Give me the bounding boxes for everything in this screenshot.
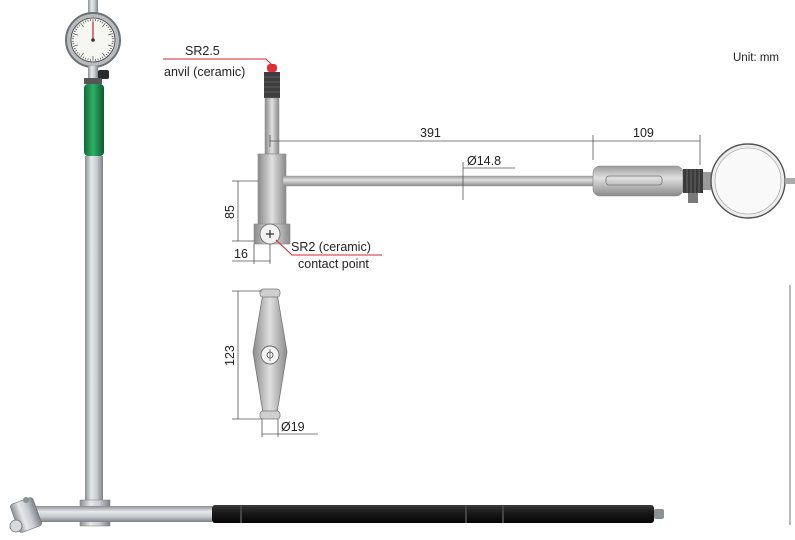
callout-leaders: [163, 58, 382, 256]
handle-front-view: [252, 288, 288, 420]
clamp-knob: [98, 70, 109, 79]
black-grip: [212, 505, 654, 523]
dial-tick: [75, 28, 78, 31]
anvil-nut: [264, 72, 280, 98]
dial-tick: [80, 22, 84, 28]
anvil-name-label: anvil (ceramic): [164, 65, 245, 79]
dial-tick: [73, 47, 76, 50]
dial-tick: [110, 30, 113, 33]
contact-name-label: contact point: [298, 257, 369, 271]
unit-label: Unit: mm: [733, 52, 779, 64]
dial-tick: [76, 51, 79, 54]
dial-tick: [110, 47, 113, 50]
dial-tick: [101, 21, 104, 24]
dial-neck: [88, 66, 98, 78]
contact-radius-label: SR2 (ceramic): [291, 240, 371, 254]
dial-tick: [82, 56, 85, 59]
dial-tick: [108, 28, 111, 31]
dial-tick: [72, 44, 78, 47]
knurled-collar: [683, 169, 703, 193]
dim-head-height: 85: [223, 205, 237, 219]
dial-tick: [72, 33, 78, 36]
horizontal-tube: [30, 506, 212, 522]
dial-tick: [108, 49, 111, 52]
dial-tick: [78, 24, 81, 27]
dial-tick: [102, 52, 106, 58]
head-stem: [264, 97, 280, 155]
dial-tick: [78, 53, 81, 56]
anvil-tip: [267, 64, 277, 72]
vertical-tube: [85, 156, 103, 510]
dim-rod-diameter: Ø14.8: [467, 154, 501, 168]
dial-tick: [102, 22, 106, 28]
dim-handle-diameter: Ø19: [281, 420, 305, 434]
dim-rod-length: 391: [420, 126, 441, 140]
dial-tick: [108, 33, 114, 36]
dial-tick: [108, 44, 114, 47]
dial-tick: [107, 51, 110, 54]
dial-tick: [107, 26, 110, 29]
side-view-drawing: [253, 64, 795, 245]
dial-ticks-icon: [72, 19, 114, 61]
dial-tick: [105, 24, 108, 27]
dial-tick: [99, 20, 102, 23]
dial-tick: [80, 52, 84, 58]
rear-handle: [592, 165, 684, 197]
gauge-photo: [9, 0, 664, 533]
anvil-radius-label: SR2.5: [185, 44, 220, 58]
dial-tick: [84, 57, 87, 60]
dial-tick: [76, 26, 79, 29]
dial-tick: [84, 20, 87, 23]
dial-tick: [82, 21, 85, 24]
dial-stem: [88, 0, 98, 14]
main-rod: [282, 175, 594, 187]
dim-handle-length: 123: [223, 345, 237, 366]
dial-tick: [105, 53, 108, 56]
dim-head-length: 109: [633, 126, 654, 140]
dial-tick: [101, 56, 104, 59]
measuring-head-photo: [9, 497, 42, 533]
dial-tick: [73, 30, 76, 33]
dial-tick: [99, 57, 102, 60]
dimension-lines: [232, 135, 791, 525]
green-grip: [84, 84, 104, 156]
dim-head-width: 16: [234, 247, 248, 261]
head-body: [257, 153, 287, 227]
dial-tick: [75, 49, 78, 52]
